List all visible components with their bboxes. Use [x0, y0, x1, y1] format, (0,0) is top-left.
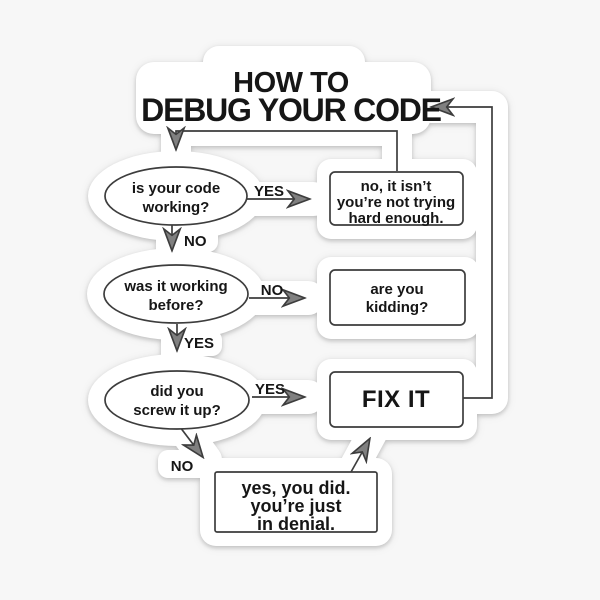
node-q2-ellipse	[103, 264, 249, 324]
node-a1-text-line-1: no, it isn’t	[361, 178, 432, 195]
node-denial-text-line-1: yes, you did.	[241, 478, 350, 498]
node-fix-text: FIX IT	[362, 386, 430, 413]
edge-label-q1-no: NO	[184, 233, 207, 250]
node-denial-text-line-3: in denial.	[257, 514, 335, 534]
sticker-shape	[415, 91, 508, 414]
edge-fix-to-title-arrow	[433, 107, 493, 399]
node-q3-text-line-1: did you	[150, 383, 203, 400]
node-q2-text-line-1: was it working	[123, 278, 227, 295]
node-q1-ellipse	[104, 166, 248, 226]
edge-label-q2-no: NO	[261, 282, 284, 299]
node-denial-box	[214, 471, 378, 533]
labels: HOW TO DEBUG YOUR CODE is your code work…	[123, 67, 455, 534]
title-line-1: HOW TO	[233, 67, 349, 99]
node-denial-text-line-2: you’re just	[250, 496, 341, 516]
node-a1-text-line-3: hard enough.	[349, 210, 444, 227]
edge-a1-loopback-arrow	[176, 131, 398, 171]
node-a2-text-line-1: are you	[370, 281, 423, 298]
nodes	[103, 166, 466, 533]
edge-q3-no-arrow	[179, 426, 202, 456]
node-q1-text-line-1: is your code	[132, 180, 220, 197]
node-a1-text-line-2: you’re not trying	[337, 194, 455, 211]
edge-label-q3-no: NO	[171, 458, 194, 475]
title-line-2: DEBUG YOUR CODE	[141, 92, 442, 128]
node-fix-box	[329, 371, 464, 428]
edges	[172, 107, 493, 473]
edge-denial-to-fix-arrow	[351, 440, 369, 473]
edge-label-q3-yes: YES	[255, 381, 285, 398]
node-a2-text-line-2: kidding?	[366, 299, 429, 316]
edge-label-q2-yes: YES	[184, 335, 214, 352]
node-q3-ellipse	[104, 370, 250, 430]
node-q3-text-line-2: screw it up?	[133, 402, 221, 419]
node-q2-text-line-2: before?	[148, 297, 203, 314]
node-q1-text-line-2: working?	[142, 199, 210, 216]
node-a2-box	[329, 269, 466, 326]
node-a1-box	[329, 171, 464, 226]
edge-label-q1-yes: YES	[254, 183, 284, 200]
